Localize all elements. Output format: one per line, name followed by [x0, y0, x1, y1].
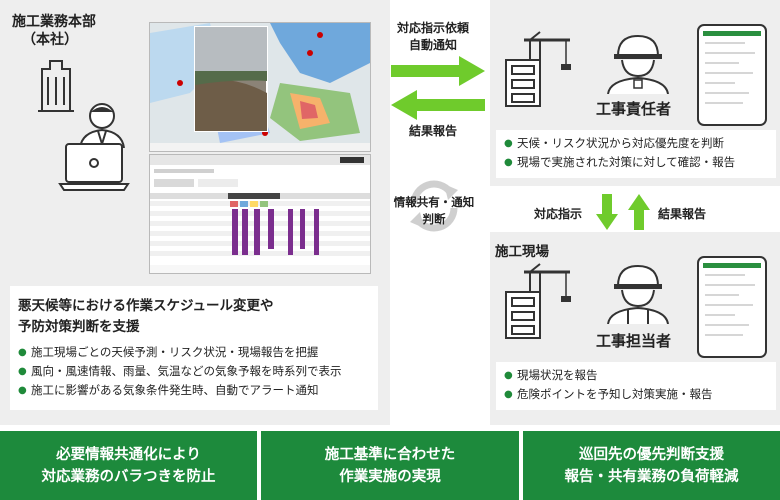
banner-line1: 施工基準に合わせた — [324, 446, 456, 463]
hq-bullet: 風向・風速情報、雨量、気温などの気象予報を時系列で表示 — [18, 362, 342, 381]
banner-line2: 報告・共有業務の負荷軽減 — [564, 468, 739, 485]
left-arrow-icon — [391, 90, 485, 120]
construction-worker-icon — [607, 264, 669, 324]
construction-worker-icon — [607, 34, 669, 94]
manager-bullet: 天候・リスク状況から対応優先度を判断 — [504, 134, 735, 153]
hq-bullet: 施工現場ごとの天候予測・リスク状況・現場報告を把握 — [18, 343, 342, 362]
banner-line2: 対応業務のバラつきを防止 — [41, 468, 216, 485]
top-arrow-label-line2: 自動通知 — [408, 38, 457, 52]
site-heading: 施工現場 — [495, 244, 549, 260]
banner-line2: 作業実施の実現 — [339, 468, 441, 485]
site-bullet: 危険ポイントを予知し対策実施・報告 — [504, 385, 713, 404]
site-bullet: 現場状況を報告 — [504, 366, 713, 385]
crane-icon — [505, 31, 571, 107]
benefit-banner-1: 必要情報共通化により 対応業務のバラつきを防止 — [0, 431, 257, 500]
manager-title: 工事責任者 — [596, 100, 672, 118]
tablet-icon — [697, 24, 767, 126]
hq-bullet-list: 施工現場ごとの天候予測・リスク状況・現場報告を把握 風向・風速情報、雨量、気温な… — [18, 343, 342, 400]
cycle-label-line2: 判断 — [422, 212, 446, 226]
top-arrow-label: 対応指示依頼 自動通知 — [383, 20, 483, 54]
hq-title: 施工業務本部 （本社） — [12, 13, 96, 49]
site-title: 工事担当者 — [596, 332, 672, 350]
hq-bullet: 施工に影響がある気象条件発生時、自動でアラート通知 — [18, 381, 342, 400]
crane-icon — [505, 263, 571, 339]
manager-bullet-list: 天候・リスク状況から対応優先度を判断 現場で実施された対策に対して確認・報告 — [504, 134, 735, 172]
right-arrow-icon — [391, 56, 485, 86]
bottom-arrow-label: 結果報告 — [408, 124, 457, 138]
up-arrow-label: 結果報告 — [658, 207, 707, 221]
office-worker-icon — [79, 103, 125, 148]
top-arrow-label-line1: 対応指示依頼 — [396, 21, 469, 35]
hq-feature-title-line2: 予防対策判断を支援 — [18, 319, 140, 335]
banner-line1: 巡回先の優先判断支援 — [579, 446, 724, 463]
hq-title-line2: （本社） — [22, 32, 78, 48]
cycle-label-line1: 情報共有・通知 — [393, 195, 475, 209]
laptop-icon — [58, 143, 130, 191]
building-icon — [38, 60, 74, 112]
weather-map-screen — [149, 22, 371, 152]
hq-feature-title-line1: 悪天候等における作業スケジュール変更や — [18, 298, 274, 314]
hq-title-line1: 施工業務本部 — [12, 14, 96, 30]
site-bullet-list: 現場状況を報告 危険ポイントを予知し対策実施・報告 — [504, 366, 713, 404]
banner-line1: 必要情報共通化により — [56, 446, 201, 463]
down-arrow-icon — [596, 194, 618, 230]
weather-map-graphic — [150, 23, 370, 151]
benefit-banner-2: 施工基準に合わせた 作業実施の実現 — [261, 431, 519, 500]
down-arrow-label: 対応指示 — [534, 207, 583, 221]
benefit-banner-3: 巡回先の優先判断支援 報告・共有業務の負荷軽減 — [523, 431, 780, 500]
up-arrow-icon — [628, 194, 650, 230]
cycle-label: 情報共有・通知 判断 — [378, 194, 490, 228]
schedule-table-screen — [149, 154, 371, 274]
tablet-icon — [697, 256, 767, 358]
schedule-table-graphic — [150, 155, 370, 273]
hq-feature-title: 悪天候等における作業スケジュール変更や 予防対策判断を支援 — [18, 296, 274, 338]
cycle-arrows-icon — [410, 180, 458, 232]
manager-bullet: 現場で実施された対策に対して確認・報告 — [504, 153, 735, 172]
